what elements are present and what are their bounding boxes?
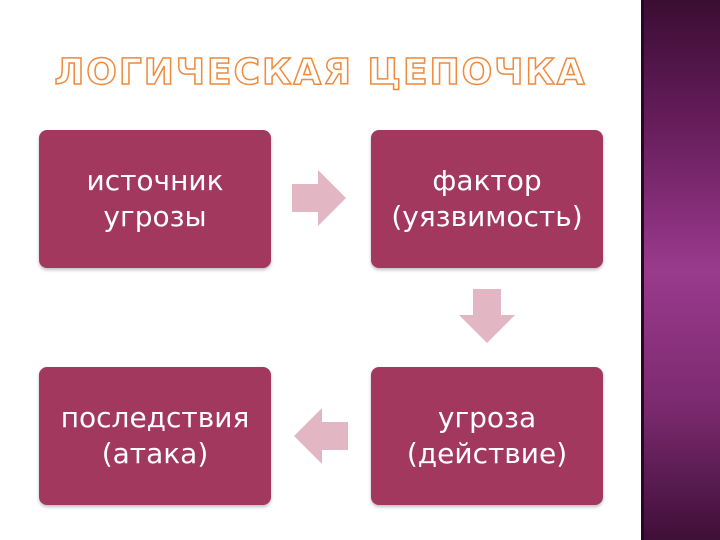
node-threat-action-label: угроза (действие) <box>406 401 568 470</box>
arrow-down-icon <box>459 289 515 343</box>
slide-title: ЛОГИЧЕСКАЯ ЦЕПОЧКА <box>54 51 587 94</box>
node-threat-action: угроза (действие) <box>371 367 603 505</box>
node-vulnerability-factor-label: фактор (уязвимость) <box>391 164 583 233</box>
node-consequences-label: последствия (атака) <box>60 401 250 470</box>
node-threat-source-label: источник угрозы <box>86 164 224 233</box>
node-vulnerability-factor: фактор (уязвимость) <box>371 130 603 268</box>
arrow-right-icon <box>292 170 346 226</box>
node-threat-source: источник угрозы <box>39 130 271 268</box>
decorative-sidebar <box>641 0 720 540</box>
node-consequences: последствия (атака) <box>39 367 271 505</box>
arrow-left-icon <box>294 408 348 464</box>
